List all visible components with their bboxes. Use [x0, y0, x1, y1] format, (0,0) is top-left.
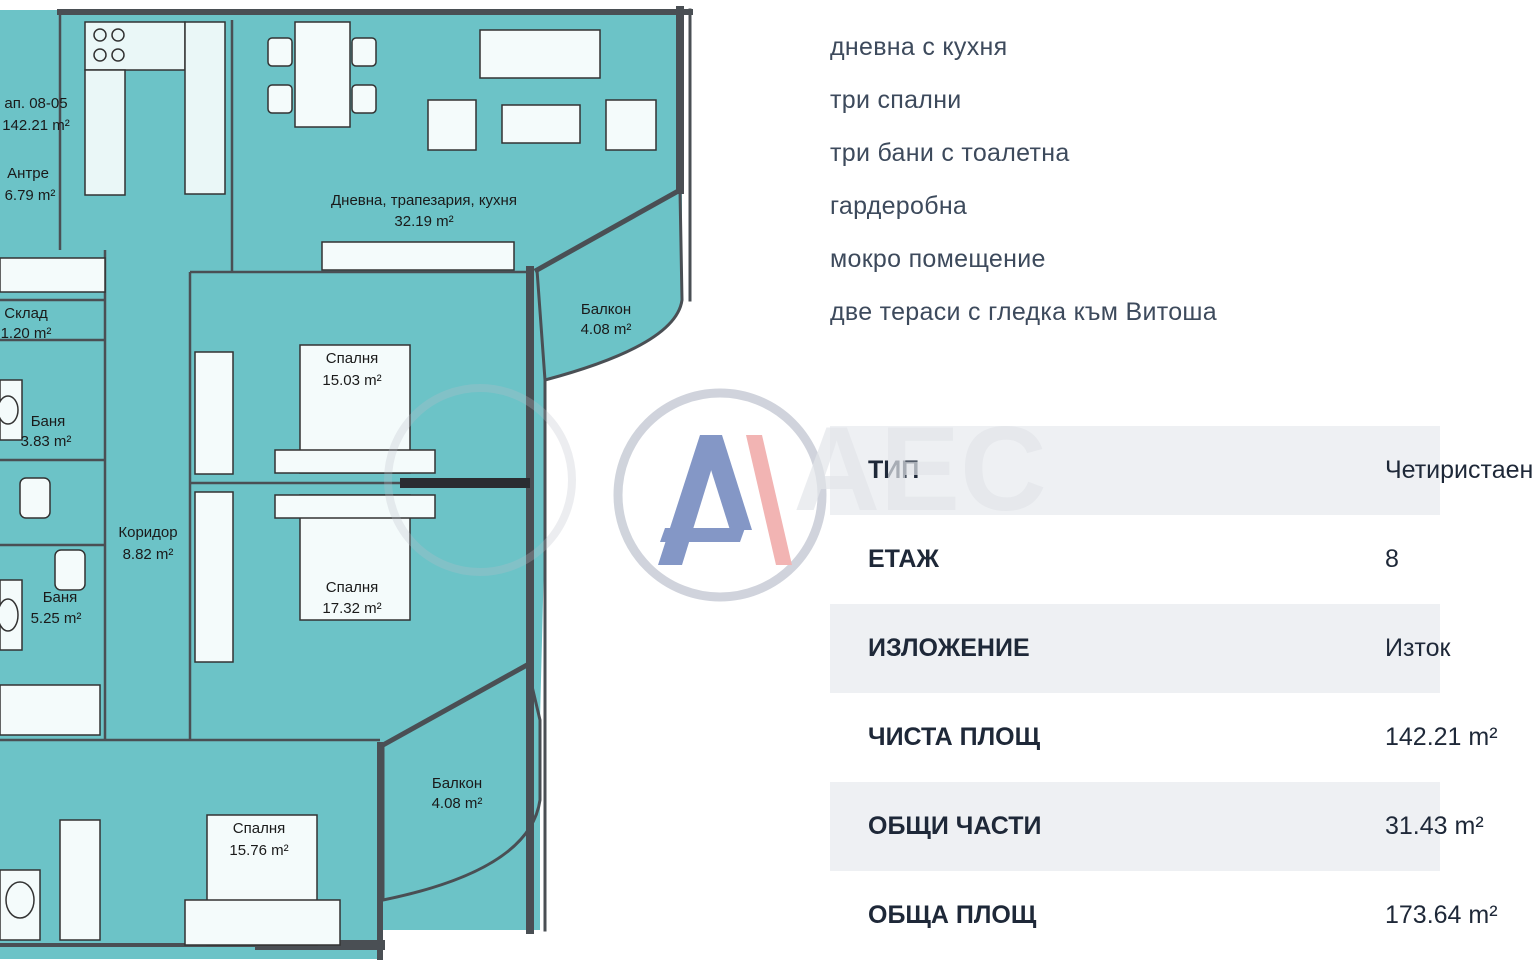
room-name-bath-1: Баня [31, 413, 66, 430]
room-name-balcony-1: Балкон [581, 301, 631, 318]
interior-walls [0, 10, 530, 742]
room-area-bedroom-2: 17.32 m² [322, 600, 381, 617]
spec-value: 173.64 m² [1385, 901, 1498, 929]
room-area-bedroom-1: 15.03 m² [322, 372, 381, 389]
room-area-storage: 1.20 m² [1, 325, 52, 342]
specs-table: ТИП Четиристаен ЕТАЖ 8 ИЗЛОЖЕНИЕ Изток Ч… [830, 426, 1533, 960]
room-name-bedroom-1: Спалня [326, 350, 378, 367]
room-name-bath-2: Баня [43, 589, 78, 606]
unit-area: 142.21 m² [2, 117, 70, 134]
feature-item: три спални [830, 86, 962, 114]
spec-key: ЧИСТА ПЛОЩ [868, 723, 1041, 751]
feature-item: три бани с тоалетна [830, 139, 1070, 167]
feature-item: мокро помещение [830, 245, 1046, 273]
room-area-bath-1: 3.83 m² [21, 433, 72, 450]
room-name-entry: Антре [7, 165, 49, 182]
feature-item: две тераси с гледка към Витоша [830, 298, 1217, 326]
feature-list: дневна с кухня три спални три бани с тоа… [830, 28, 1217, 346]
spec-value: 8 [1385, 545, 1399, 573]
feature-item: гардеробна [830, 192, 968, 220]
spec-value: Четиристаен [1385, 456, 1533, 484]
spec-key: ОБЩИ ЧАСТИ [868, 812, 1042, 840]
room-area-entry: 6.79 m² [5, 187, 56, 204]
room-area-living: 32.19 m² [394, 213, 453, 230]
room-name-bedroom-3: Спалня [233, 820, 285, 837]
room-area-bedroom-3: 15.76 m² [229, 842, 288, 859]
spec-value: Изток [1385, 634, 1451, 662]
spec-value: 31.43 m² [1385, 812, 1484, 840]
spec-key: ЕТАЖ [868, 545, 940, 573]
spec-row-exposure: ИЗЛОЖЕНИЕ Изток [830, 604, 1450, 693]
spec-value: 142.21 m² [1385, 723, 1498, 751]
spec-row-net-area: ЧИСТА ПЛОЩ 142.21 m² [830, 693, 1498, 782]
kitchen [84, 21, 226, 196]
room-labels: ап. 08-05 142.21 m² Антре 6.79 m² Дневна… [1, 95, 632, 859]
spec-key: ИЗЛОЖЕНИЕ [868, 634, 1030, 662]
spec-row-common-parts: ОБЩИ ЧАСТИ 31.43 m² [830, 782, 1484, 871]
beds [184, 344, 436, 946]
room-name-storage: Склад [4, 305, 48, 322]
unit-label: ап. 08-05 [4, 95, 67, 112]
sofa-set [427, 29, 657, 151]
spec-row-type: ТИП Четиристаен [830, 426, 1533, 515]
room-name-living: Дневна, трапезария, кухня [331, 192, 517, 209]
tv-unit [321, 241, 515, 271]
room-name-corridor: Коридор [118, 524, 177, 541]
room-area-bath-2: 5.25 m² [31, 610, 82, 627]
room-area-balcony-2: 4.08 m² [432, 795, 483, 812]
balcony-1 [535, 187, 684, 382]
room-name-balcony-2: Балкон [432, 775, 482, 792]
feature-item: дневна с кухня [830, 33, 1008, 61]
floor-plan: ап. 08-05 142.21 m² Антре 6.79 m² Дневна… [0, 6, 693, 960]
room-area-balcony-1: 4.08 m² [581, 321, 632, 338]
spec-row-total-area: ОБЩА ПЛОЩ 173.64 m² [830, 871, 1498, 960]
spec-key: ОБЩА ПЛОЩ [868, 901, 1037, 929]
spec-row-floor: ЕТАЖ 8 [830, 515, 1440, 604]
bathroom-fixtures [0, 379, 86, 941]
room-name-bedroom-2: Спалня [326, 579, 378, 596]
wardrobes [0, 257, 234, 941]
room-area-corridor: 8.82 m² [123, 546, 174, 563]
spec-key: ТИП [868, 456, 920, 484]
dining-table [267, 21, 377, 128]
